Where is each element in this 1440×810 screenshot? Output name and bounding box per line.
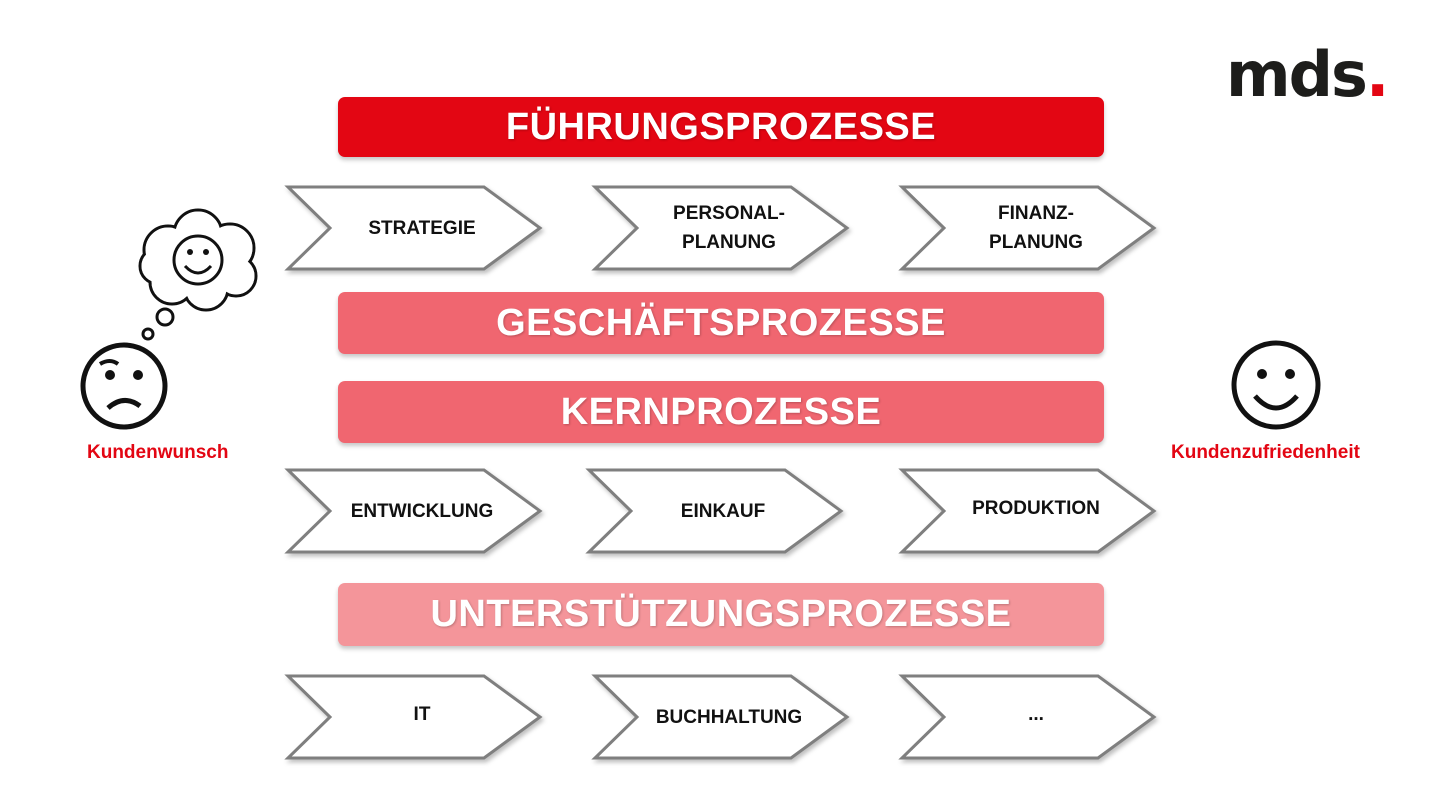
chevron-label: EINKAUF xyxy=(680,500,766,522)
thought-bubble-icon xyxy=(138,208,258,341)
logo-text: mds xyxy=(1226,38,1368,111)
band-unterstuetzungsprozesse: UNTERSTÜTZUNGSPROZESSE xyxy=(338,583,1104,646)
chevron-strategie: STRATEGIE xyxy=(284,185,544,271)
chevron-label: IT xyxy=(413,703,431,725)
chevron-buchhaltung: BUCHHALTUNG xyxy=(591,674,851,760)
chevron-shape xyxy=(585,468,844,554)
chevron-shape xyxy=(898,468,1157,554)
chevron-label: ENTWICKLUNG xyxy=(350,500,494,522)
chevron-shape xyxy=(591,185,850,271)
chevron-shape xyxy=(284,674,543,760)
sad-face-icon xyxy=(80,342,168,430)
kundenzufriedenheit-label: Kundenzufriedenheit xyxy=(1171,442,1360,463)
chevron-it: IT xyxy=(284,674,544,760)
chevron-label: PERSONAL- PLANUNG xyxy=(673,203,785,253)
band-fuehrungsprozesse: FÜHRUNGSPROZESSE xyxy=(338,97,1104,157)
smiley-face-icon xyxy=(1231,340,1321,430)
band-geschaeftsprozesse: GESCHÄFTSPROZESSE xyxy=(338,292,1104,354)
chevron-label: FINANZ- PLANUNG xyxy=(989,203,1083,253)
chevron-shape xyxy=(284,185,543,271)
chevron-label: PRODUKTION xyxy=(972,497,1100,519)
logo-dot: . xyxy=(1365,38,1390,111)
chevron-shape xyxy=(898,674,1157,760)
chevron-einkauf: EINKAUF xyxy=(585,468,845,554)
chevron-label: ... xyxy=(1028,703,1044,725)
kundenwunsch-label: Kundenwunsch xyxy=(87,442,229,463)
chevron-finanzplanung: FINANZ- PLANUNG xyxy=(898,185,1158,271)
chevron-personalplanung: PERSONAL- PLANUNG xyxy=(591,185,851,271)
smiley-face-icon xyxy=(172,234,224,286)
mds-logo: mds. xyxy=(1226,38,1390,111)
chevron-shape xyxy=(284,468,543,554)
chevron-produktion: PRODUKTION xyxy=(898,468,1158,554)
chevron-shape xyxy=(898,185,1157,271)
chevron-shape xyxy=(591,674,850,760)
chevron-entwicklung: ENTWICKLUNG xyxy=(284,468,544,554)
chevron-weitere: ... xyxy=(898,674,1158,760)
chevron-label: STRATEGIE xyxy=(368,217,476,239)
band-kernprozesse: KERNPROZESSE xyxy=(338,381,1104,443)
chevron-label: BUCHHALTUNG xyxy=(655,706,803,728)
